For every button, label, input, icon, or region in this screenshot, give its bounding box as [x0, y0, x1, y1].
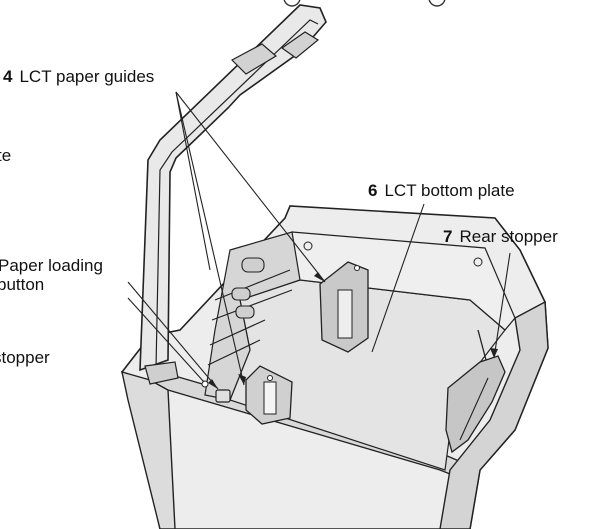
callout-arrowhead-guides-rear — [314, 272, 325, 282]
roller-3 — [241, 257, 265, 273]
roller-1 — [231, 287, 251, 301]
rear-stopper-rod — [477, 329, 487, 361]
rear-stopper-edge — [459, 377, 489, 441]
label-lct-paper-guides: 4 LCT paper guides — [3, 68, 154, 86]
label-rear-stopper: 7 Rear stopper — [443, 228, 558, 246]
guide-rear-screw — [354, 265, 360, 271]
label-lct-paper-guides-number: 4 — [3, 67, 13, 86]
callout-rear-stopper — [493, 252, 511, 359]
guide-front-screw — [267, 375, 273, 381]
callout-guides-to-front — [175, 91, 245, 386]
lid-hinge-block — [231, 43, 278, 75]
callout-arrowhead-loading-button — [208, 379, 218, 389]
callout-bottom-plate — [371, 203, 425, 353]
label-lct-paper-guides-text: LCT paper guides — [19, 67, 155, 86]
callout-lines — [127, 91, 511, 390]
callout-stopper-left — [127, 297, 205, 383]
lid-hinge-block-2 — [280, 31, 320, 59]
label-lct-bottom-plate-text: LCT bottom plate — [384, 181, 515, 200]
cabinet-right-panel — [439, 300, 549, 529]
screw-back-right — [473, 257, 483, 267]
cabinet-front-face — [121, 371, 176, 529]
callout-arrowhead-rear-stopper — [490, 348, 498, 358]
guide-front-slot — [263, 381, 277, 415]
label-cut-te: te — [0, 146, 12, 165]
top-marker-right — [428, 0, 446, 7]
label-paper-loading-button-line2: button — [0, 275, 45, 294]
callout-guides-to-rear — [175, 91, 326, 283]
label-rear-stopper-number: 7 — [443, 227, 453, 246]
guide-rear-slot — [337, 289, 353, 339]
lid-inner-edge — [155, 19, 319, 369]
lid-bottom-hinge — [144, 361, 179, 385]
top-marker-left — [283, 0, 301, 7]
label-lct-bottom-plate: 6 LCT bottom plate — [368, 182, 515, 200]
screw-back-left — [303, 241, 313, 251]
rail-1 — [214, 269, 291, 301]
callout-guides-to-lid — [175, 91, 211, 271]
rail-2 — [211, 289, 293, 321]
roller-2 — [235, 305, 255, 319]
tray-left-wall — [204, 231, 301, 401]
label-rear-stopper-text: Rear stopper — [459, 227, 558, 246]
label-lct-bottom-plate-number: 6 — [368, 181, 378, 200]
callout-loading-button — [127, 281, 219, 390]
label-paper-loading-button-line1: Paper loading — [0, 256, 103, 275]
paper-loading-button — [215, 389, 231, 403]
label-cut-stopper: stopper — [0, 348, 50, 367]
callout-arrowhead-guides-front — [238, 374, 246, 385]
rail-3 — [209, 319, 266, 346]
button-indicator — [201, 380, 209, 388]
rail-4 — [207, 339, 261, 366]
